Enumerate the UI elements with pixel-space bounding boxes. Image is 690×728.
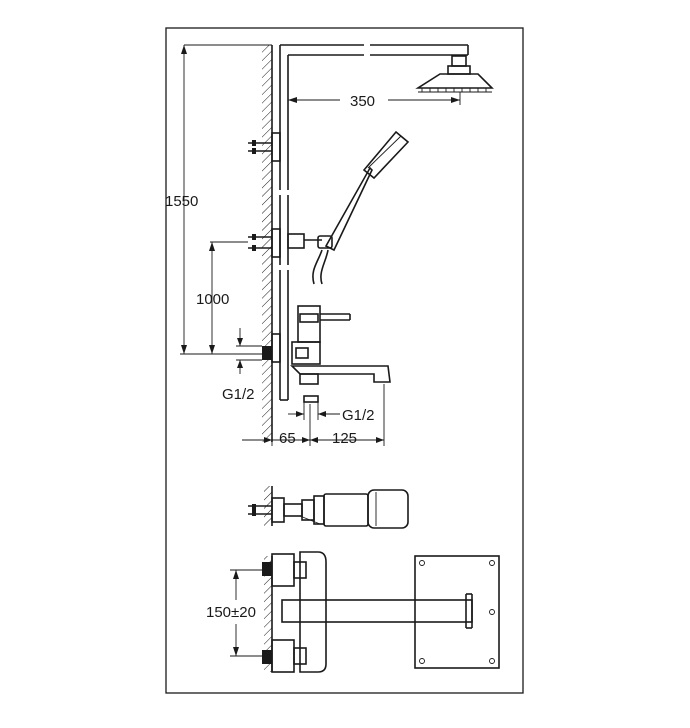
- dimension-label-350: 350: [350, 93, 375, 110]
- dimension-label-125: 125: [332, 430, 357, 447]
- shower-head-plate: [414, 555, 500, 669]
- dimension-1000: [209, 241, 248, 354]
- wall: [262, 45, 273, 442]
- dimension-label-1000: 1000: [196, 291, 229, 308]
- dimension-label-150: 150±20: [206, 604, 256, 621]
- wall-bracket-middle: [248, 228, 281, 258]
- dimension-label-1550: 1550: [165, 193, 198, 210]
- hand-shower-holder: [287, 233, 333, 249]
- side-view-mixer: [248, 489, 409, 529]
- hand-shower: [324, 130, 410, 252]
- dimension-g12-left: [236, 328, 262, 374]
- dimension-65-125: [242, 384, 385, 446]
- dimension-label-g12-bottom: G1/2: [342, 407, 375, 424]
- wall-bracket-upper: [248, 132, 281, 162]
- dimension-label-g12-left: G1/2: [222, 386, 255, 403]
- dimension-1550: [180, 44, 272, 355]
- dimension-150: [230, 569, 262, 657]
- dimension-label-65: 65: [279, 430, 296, 447]
- dimension-g12-bottom: [288, 402, 340, 420]
- bath-mixer: [290, 305, 391, 403]
- shower-hose: [312, 249, 329, 285]
- dimension-350: [287, 92, 461, 105]
- mixer-body-front: [281, 551, 473, 673]
- wall-connection: [262, 333, 281, 363]
- drawing-frame: [165, 27, 524, 694]
- overhead-shower-head: [415, 55, 494, 93]
